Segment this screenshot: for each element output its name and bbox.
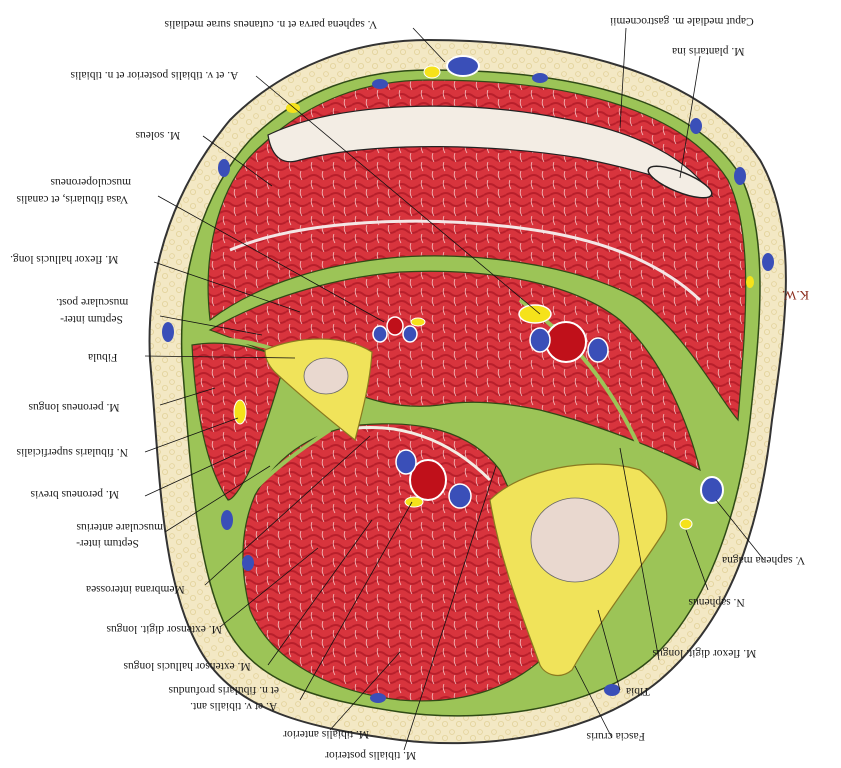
label-musculare-anterius: musculare anterius: [76, 521, 163, 533]
septum-anterior: [238, 428, 332, 507]
label-a-tibialis-ant: A. et v. tibialis ant.: [190, 700, 277, 712]
intermuscular-line: [229, 219, 702, 302]
label-m-plantaris: M. plantaris ina: [672, 45, 745, 57]
label-et-n-fibularis-profundus: et n. fibularis profundus: [168, 684, 279, 696]
n-fibularis-superficialis: [233, 399, 247, 425]
label-membrana-interossea: Membrana interossea: [86, 583, 185, 595]
label-musculoperoneus: musculoperoneus: [50, 176, 131, 188]
label-m-extensor-digit: M. extensor digit. longus: [106, 623, 222, 635]
superficial-vessels: [162, 55, 774, 703]
label-m-flexor-hallucis: M. flexor hallucis long.: [10, 253, 118, 265]
label-a-tibialis-posterior: A. et v. tibialis posterior et n. tibial…: [70, 69, 238, 81]
label-m-tibialis-posterior: M. tibialis posterior: [325, 749, 416, 761]
label-v-saphena-magna: V. saphena magna: [722, 554, 805, 566]
label-caput-mediale: Caput mediale m. gastrocnemii: [610, 15, 754, 27]
fibular-vessels-bundle: [372, 316, 426, 343]
tibia-marrow: [530, 497, 620, 583]
label-tibia: Tibia: [626, 685, 650, 697]
label-m-soleus: M. soleus: [135, 129, 180, 141]
label-m-peroneus-longus: M. peroneus longus: [28, 401, 120, 413]
label-septum-inter-ant: Septum inter-: [76, 537, 139, 549]
label-m-flexor-digit: M. flexor digit. longus: [652, 647, 756, 659]
label-v-saphena-parva: V. saphena parva et n. cutaneus surae me…: [164, 18, 377, 30]
label-fibula: Fibula: [88, 351, 117, 363]
leader-lines: [144, 27, 765, 751]
membrana-interossea: [339, 426, 492, 482]
label-musculare-post: musculare post.: [56, 296, 128, 308]
signature: K.W.: [782, 288, 809, 303]
plantaris-tendon: [647, 165, 713, 199]
label-m-tibialis-anterior: M. tibialis anterior: [283, 728, 369, 740]
label-n-saphenus: N. saphenus: [688, 596, 745, 608]
label-fascia-cruris: Fascia cruris: [586, 730, 645, 742]
labels: V. saphena parva et n. cutaneus surae me…: [10, 15, 809, 761]
tibialis-posterior-bundle: [518, 304, 609, 363]
label-n-fibularis-superficialis: N. fibularis superficialis: [16, 446, 128, 458]
label-m-extensor-hallucis: M. extensor hallucis longus: [123, 660, 251, 672]
label-m-peroneus-brevis: M. peroneus brevis: [30, 488, 119, 500]
fibula-marrow: [303, 357, 349, 395]
tibialis-anterior-bundle: [395, 449, 472, 509]
label-septum-inter-post: Septum inter-: [60, 313, 123, 325]
label-vasa-fibularis: Vasa fibularis, et canalis: [16, 193, 128, 205]
